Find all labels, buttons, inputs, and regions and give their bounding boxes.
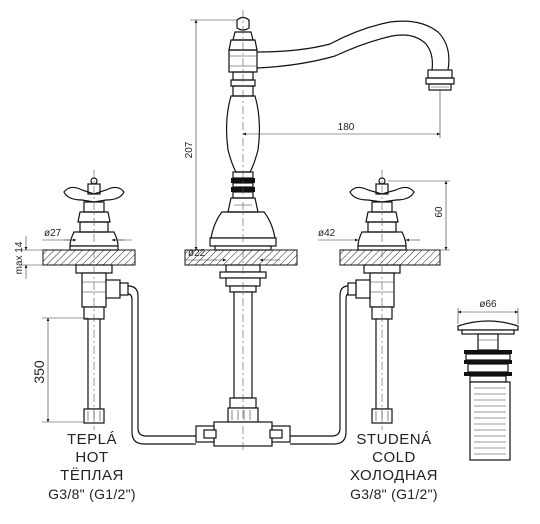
- cold-label-en: COLD: [372, 449, 416, 466]
- cold-label-cz: STUDENÁ: [356, 431, 431, 448]
- hot-thread-size: G3/8" (G1/2"): [48, 486, 136, 502]
- cold-thread-size: G3/8" (G1/2"): [350, 486, 438, 502]
- dimension-dia42: ø42: [318, 228, 420, 242]
- dim-label-207: 207: [184, 141, 195, 158]
- countertop-left: [42, 249, 136, 266]
- dim-label-dia42: ø42: [318, 228, 336, 239]
- cold-label-block: STUDENÁ COLD ХОЛОДНАЯ G3/8" (G1/2"): [350, 431, 438, 502]
- hot-label-ru: TËПЛАЯ: [60, 467, 124, 484]
- hot-label-cz: TEPLÁ: [67, 431, 117, 448]
- spout-arm: [256, 20, 455, 91]
- dim-label-max14: max 14: [14, 241, 25, 274]
- cold-connector-hose: [290, 285, 349, 445]
- cold-label-ru: ХОЛОДНАЯ: [350, 467, 438, 484]
- hot-label-block: TEPLÁ HOT TËПЛАЯ G3/8" (G1/2"): [48, 431, 136, 502]
- popup-drain: [457, 320, 519, 461]
- dim-label-dia22: ø22: [188, 248, 206, 259]
- dim-label-dia66: ø66: [479, 299, 497, 310]
- cold-valve: [347, 177, 415, 424]
- dim-label-60: 60: [434, 206, 445, 218]
- dim-label-350: 350: [31, 360, 47, 384]
- dimension-207: 207: [184, 19, 237, 251]
- dimension-60: 60: [388, 180, 450, 251]
- dimension-dia27: ø27: [42, 228, 132, 242]
- countertop-right: [339, 249, 441, 266]
- hot-connector-hose: [127, 285, 196, 445]
- dimension-dia22: ø22: [186, 248, 280, 262]
- dimension-180: 180: [242, 90, 441, 138]
- dimension-dia66: ø66: [457, 299, 519, 324]
- dim-label-180: 180: [338, 122, 355, 133]
- dim-label-dia27: ø27: [44, 228, 62, 239]
- dimension-max14: max 14: [14, 236, 43, 279]
- hot-label-en: HOT: [75, 449, 108, 466]
- hot-valve: [63, 177, 129, 424]
- dimension-350: 350: [31, 317, 88, 423]
